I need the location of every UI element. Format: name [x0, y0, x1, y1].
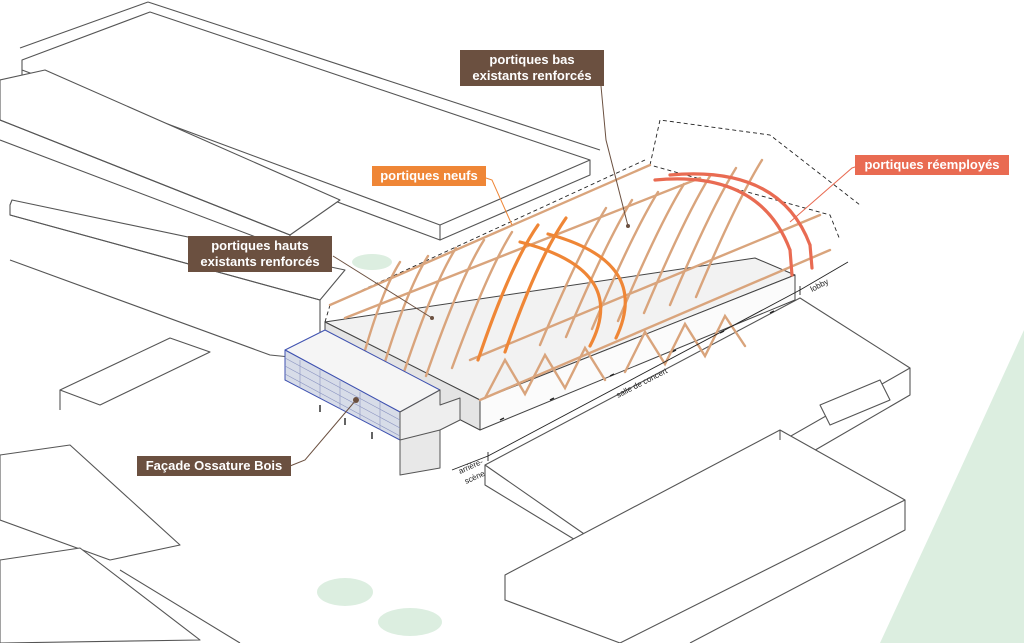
label-facade-ossature-bois: Façade Ossature Bois [137, 456, 291, 476]
label-portiques-hauts: portiques hauts existants renforcés [188, 236, 332, 272]
label-portiques-reemployes-text: portiques réemployés [864, 157, 1000, 172]
dimension-lines [451, 261, 849, 471]
dimension-lobby: lobby [809, 277, 830, 294]
wood-facade-volume [284, 329, 461, 476]
label-portiques-hauts-line-1: portiques hauts [211, 238, 309, 253]
reused-frames [653, 172, 814, 277]
label-portiques-bas-line-1: portiques bas [489, 52, 575, 67]
label-facade-ossature-bois-text: Façade Ossature Bois [145, 458, 283, 473]
label-portiques-bas-line-2: existants renforcés [472, 68, 592, 83]
vegetation [317, 254, 1024, 643]
new-frames [476, 216, 627, 362]
label-portiques-bas: portiques bas existants renforcés [460, 50, 604, 86]
label-portiques-hauts-line-2: existants renforcés [200, 254, 320, 269]
label-portiques-reemployes: portiques réemployés [855, 155, 1009, 175]
label-portiques-neufs-text: portiques neufs [380, 168, 478, 183]
label-portiques-neufs: portiques neufs [372, 166, 486, 186]
